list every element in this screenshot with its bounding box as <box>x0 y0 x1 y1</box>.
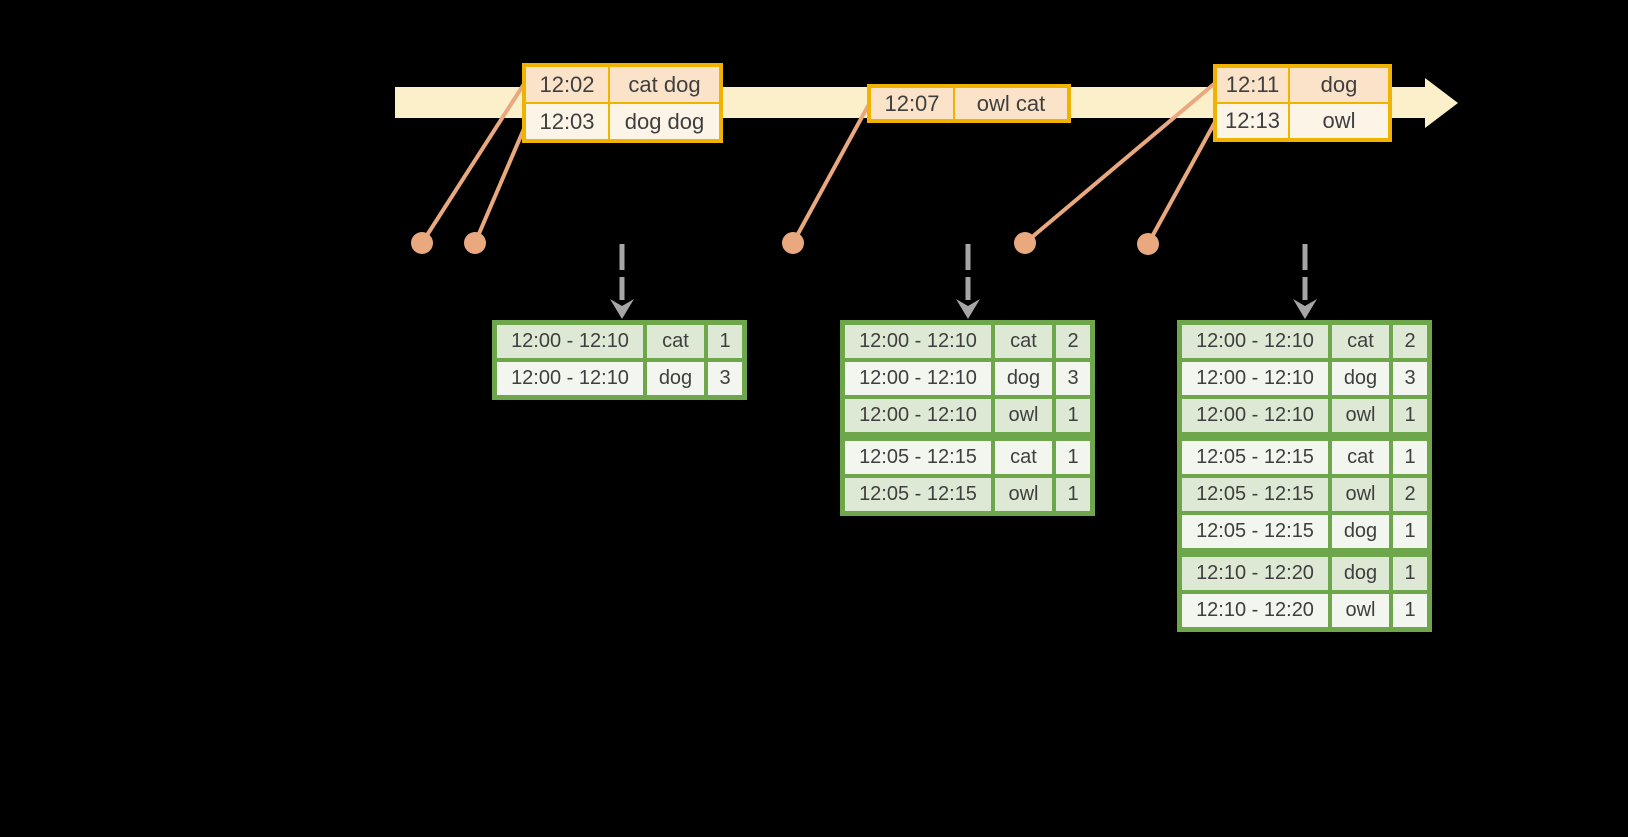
word-cell: cat <box>647 325 704 358</box>
word-cell: cat <box>1332 441 1389 474</box>
trigger-arrow <box>1293 244 1317 319</box>
word-cell: owl <box>995 478 1052 511</box>
window-cell: 12:05 - 12:15 <box>845 478 991 511</box>
event-words-cell: dog <box>1290 68 1388 102</box>
event-time-cell: 12:03 <box>526 104 608 139</box>
count-cell: 1 <box>1393 515 1427 548</box>
word-cell: cat <box>995 441 1052 474</box>
trigger-arrow <box>956 244 980 319</box>
window-cell: 12:00 - 12:10 <box>845 325 991 358</box>
timeline-arrowhead-icon <box>1425 78 1458 128</box>
window-cell: 12:00 - 12:10 <box>1182 362 1328 395</box>
window-cell: 12:00 - 12:10 <box>1182 325 1328 358</box>
input-row: 12:03 dog dog <box>526 104 719 139</box>
trigger-arrowhead-icon <box>956 299 980 319</box>
count-cell: 1 <box>1393 441 1427 474</box>
result-row: 12:10 - 12:20 owl 1 <box>1182 594 1427 627</box>
window-cell: 12:00 - 12:10 <box>845 399 991 432</box>
result-row: 12:00 - 12:10 owl 1 <box>1182 399 1427 432</box>
result-table-2: 12:00 - 12:10 cat 2 12:00 - 12:10 dog 3 … <box>840 320 1095 516</box>
event-time-cell: 12:13 <box>1217 104 1288 138</box>
event-connector-line <box>1023 82 1216 245</box>
window-cell: 12:05 - 12:15 <box>1182 478 1328 511</box>
event-time-cell: 12:07 <box>871 88 953 119</box>
event-connector-line <box>1146 120 1217 246</box>
result-row: 12:10 - 12:20 dog 1 <box>1182 557 1427 590</box>
input-batch-table-3: 12:11 dog 12:13 owl <box>1213 64 1392 142</box>
event-connector-line <box>473 122 528 245</box>
result-row: 12:05 - 12:15 owl 2 <box>1182 478 1427 511</box>
result-row: 12:05 - 12:15 cat 1 <box>1182 441 1427 474</box>
word-cell: cat <box>995 325 1052 358</box>
count-cell: 1 <box>1056 441 1090 474</box>
window-cell: 12:00 - 12:10 <box>1182 399 1328 432</box>
input-row: 12:13 owl <box>1217 104 1388 138</box>
word-cell: dog <box>1332 557 1389 590</box>
word-cell: owl <box>1332 478 1389 511</box>
word-cell: cat <box>1332 325 1389 358</box>
result-table-1: 12:00 - 12:10 cat 1 12:00 - 12:10 dog 3 <box>492 320 747 400</box>
count-cell: 2 <box>1393 325 1427 358</box>
window-cell: 12:10 - 12:20 <box>1182 557 1328 590</box>
count-cell: 1 <box>1056 478 1090 511</box>
word-cell: owl <box>1332 399 1389 432</box>
count-cell: 2 <box>1056 325 1090 358</box>
event-time-cell: 12:11 <box>1217 68 1288 102</box>
event-words-cell: cat dog <box>610 67 719 102</box>
count-cell: 2 <box>1393 478 1427 511</box>
input-row: 12:07 owl cat <box>871 88 1067 119</box>
result-row: 12:00 - 12:10 dog 3 <box>845 362 1090 395</box>
input-batch-table-2: 12:07 owl cat <box>867 84 1071 123</box>
word-cell: dog <box>995 362 1052 395</box>
window-cell: 12:00 - 12:10 <box>497 362 643 395</box>
trigger-arrow <box>610 244 634 319</box>
window-cell: 12:10 - 12:20 <box>1182 594 1328 627</box>
count-cell: 1 <box>1056 399 1090 432</box>
event-connector-line <box>791 104 870 245</box>
event-dot <box>1014 232 1036 254</box>
event-dot <box>411 232 433 254</box>
window-cell: 12:05 - 12:15 <box>1182 441 1328 474</box>
word-cell: owl <box>995 399 1052 432</box>
event-dot <box>464 232 486 254</box>
input-row: 12:11 dog <box>1217 68 1388 102</box>
trigger-arrowhead-icon <box>610 299 634 319</box>
trigger-arrowhead-icon <box>1293 299 1317 319</box>
result-row: 12:00 - 12:10 owl 1 <box>845 399 1090 432</box>
event-dot <box>1137 233 1159 255</box>
event-words-cell: owl cat <box>955 88 1067 119</box>
word-cell: owl <box>1332 594 1389 627</box>
result-table-3: 12:00 - 12:10 cat 2 12:00 - 12:10 dog 3 … <box>1177 320 1432 632</box>
count-cell: 1 <box>708 325 742 358</box>
result-row: 12:00 - 12:10 cat 2 <box>845 325 1090 358</box>
event-words-cell: dog dog <box>610 104 719 139</box>
window-cell: 12:00 - 12:10 <box>497 325 643 358</box>
window-cell: 12:05 - 12:15 <box>845 441 991 474</box>
result-row: 12:00 - 12:10 dog 3 <box>1182 362 1427 395</box>
result-row: 12:05 - 12:15 dog 1 <box>1182 515 1427 548</box>
event-words-cell: owl <box>1290 104 1388 138</box>
window-cell: 12:05 - 12:15 <box>1182 515 1328 548</box>
count-cell: 1 <box>1393 399 1427 432</box>
event-dot <box>782 232 804 254</box>
input-row: 12:02 cat dog <box>526 67 719 102</box>
result-row: 12:05 - 12:15 cat 1 <box>845 441 1090 474</box>
count-cell: 3 <box>1393 362 1427 395</box>
word-cell: dog <box>1332 362 1389 395</box>
result-row: 12:00 - 12:10 dog 3 <box>497 362 742 395</box>
count-cell: 3 <box>1056 362 1090 395</box>
result-row: 12:00 - 12:10 cat 2 <box>1182 325 1427 358</box>
input-batch-table-1: 12:02 cat dog 12:03 dog dog <box>522 63 723 143</box>
count-cell: 1 <box>1393 594 1427 627</box>
result-row: 12:05 - 12:15 owl 1 <box>845 478 1090 511</box>
window-cell: 12:00 - 12:10 <box>845 362 991 395</box>
event-connector-line <box>420 82 526 245</box>
word-cell: dog <box>1332 515 1389 548</box>
event-time-cell: 12:02 <box>526 67 608 102</box>
count-cell: 1 <box>1393 557 1427 590</box>
word-cell: dog <box>647 362 704 395</box>
count-cell: 3 <box>708 362 742 395</box>
result-row: 12:00 - 12:10 cat 1 <box>497 325 742 358</box>
